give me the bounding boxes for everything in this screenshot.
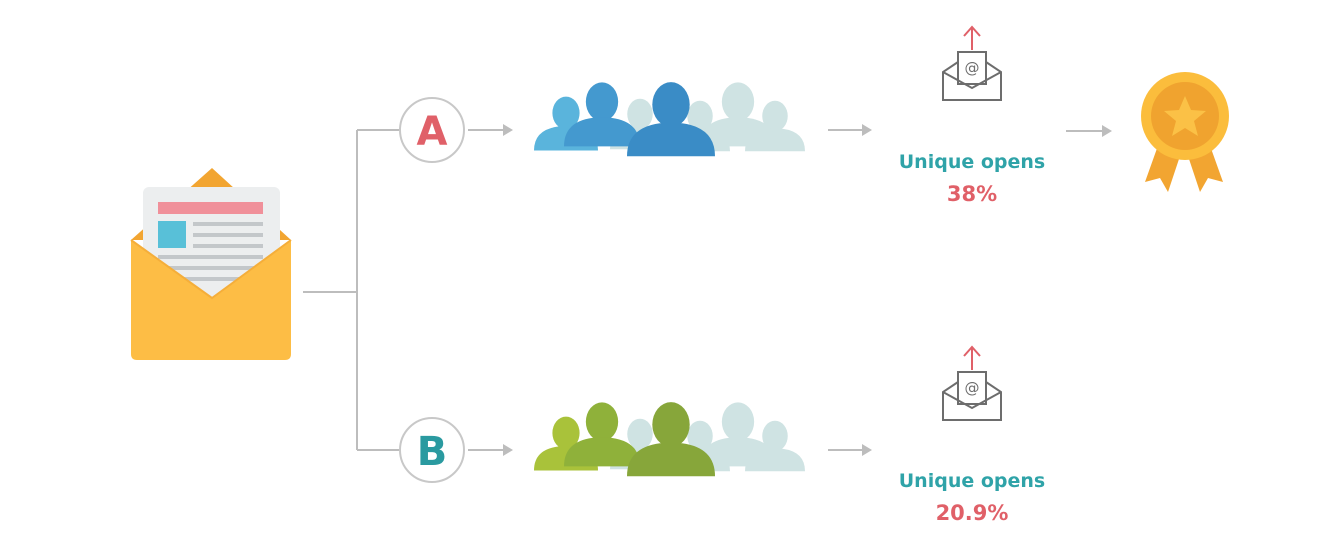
- variant-a-metric-value: 38%: [947, 182, 997, 206]
- person-silhouette-icon: [564, 82, 640, 147]
- variant-a-letter: A: [417, 109, 448, 155]
- arrow-to-result: [828, 444, 872, 456]
- audience-group-icon: [534, 82, 805, 157]
- variant-b-metric-label: Unique opens: [899, 470, 1045, 492]
- variant-b-letter: B: [417, 429, 448, 475]
- variant-a-row: @: [399, 25, 1002, 163]
- winner-medal-icon: [1141, 72, 1229, 192]
- person-silhouette-icon: [700, 82, 776, 147]
- person-silhouette-icon: [627, 82, 715, 157]
- email-opened-icon: @: [942, 25, 1002, 101]
- person-silhouette-icon: [564, 402, 640, 467]
- arrow-to-audience: [468, 444, 513, 456]
- split-connector: [303, 129, 399, 451]
- email-opened-icon: @: [942, 345, 1002, 421]
- arrow-to-result: [828, 124, 872, 136]
- variant-b-row: @: [399, 345, 1002, 483]
- variant-badge-circle: [399, 97, 465, 163]
- person-silhouette-icon: [627, 402, 715, 477]
- variant-b-metric-value: 20.9%: [936, 501, 1009, 525]
- audience-group-icon: [534, 402, 805, 477]
- newsletter-envelope-icon: [130, 168, 292, 360]
- variant-badge-circle: [399, 417, 465, 483]
- svg-text:@: @: [965, 379, 980, 397]
- person-silhouette-icon: [700, 402, 776, 467]
- variant-a-metric-label: Unique opens: [899, 151, 1045, 173]
- svg-text:@: @: [965, 59, 980, 77]
- arrow-to-audience: [468, 124, 513, 136]
- arrow-to-winner: [1066, 125, 1112, 137]
